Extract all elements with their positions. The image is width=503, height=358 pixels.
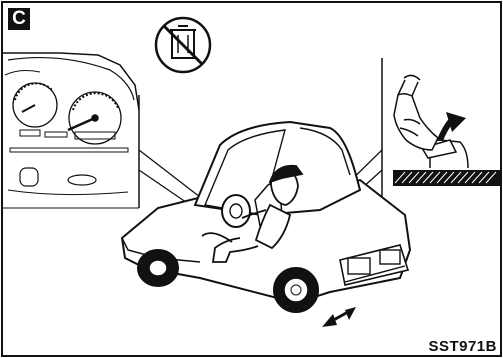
double-headed-arrow-icon <box>322 307 356 327</box>
panel-letter-badge: C <box>8 8 30 30</box>
instrument-cluster-inset <box>3 53 139 208</box>
no-trash-prohibition-icon <box>156 18 210 72</box>
reference-code: SST971B <box>428 338 497 355</box>
curved-up-arrow-icon <box>440 112 466 140</box>
hand-lever-inset <box>382 58 501 200</box>
